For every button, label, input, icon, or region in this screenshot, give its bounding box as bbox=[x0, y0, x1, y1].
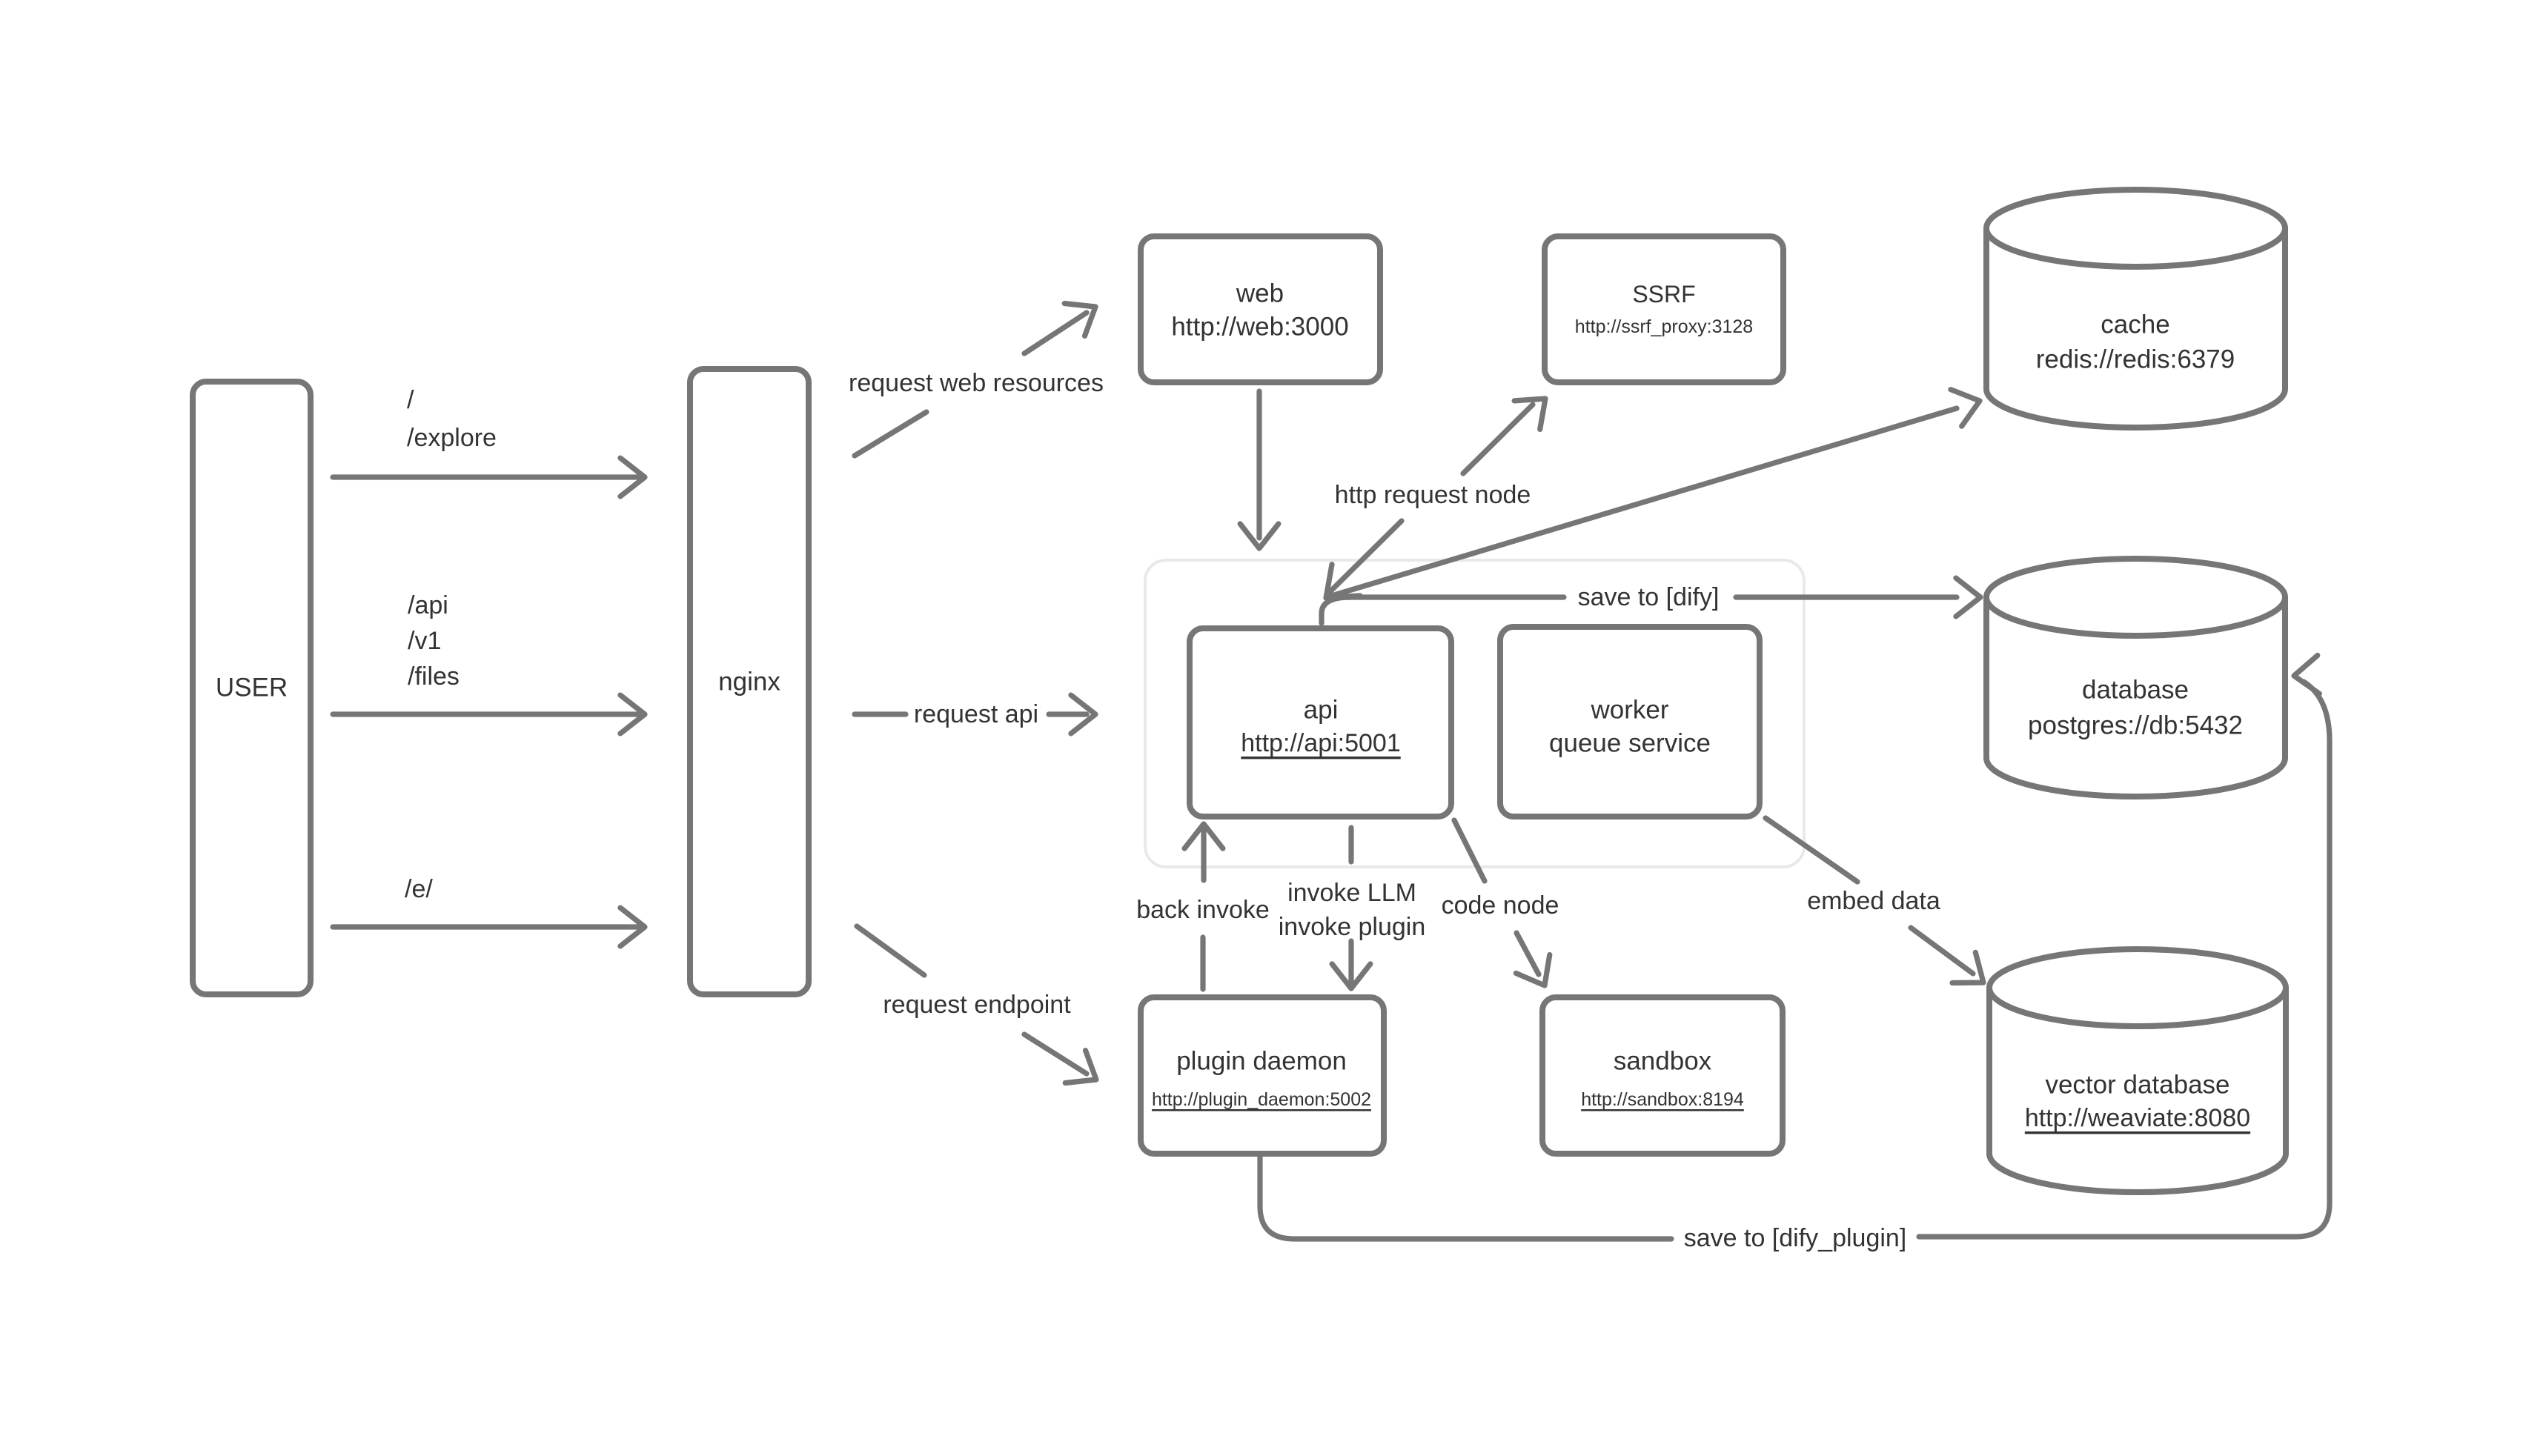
svg-text:api: api bbox=[1304, 696, 1339, 725]
svg-text:web: web bbox=[1236, 279, 1284, 308]
svg-text:vector database: vector database bbox=[2045, 1071, 2229, 1100]
svg-text:/api: /api bbox=[408, 591, 448, 619]
svg-text:http request node: http request node bbox=[1335, 481, 1531, 509]
svg-text:USER: USER bbox=[216, 674, 288, 702]
svg-text:request web resources: request web resources bbox=[849, 369, 1104, 397]
svg-text:postgres://db:5432: postgres://db:5432 bbox=[2028, 711, 2243, 740]
svg-text:/: / bbox=[407, 386, 414, 414]
svg-text:embed data: embed data bbox=[1807, 887, 1940, 915]
svg-text:invoke plugin: invoke plugin bbox=[1279, 913, 1425, 941]
svg-text:code node: code node bbox=[1442, 891, 1559, 920]
svg-text:back invoke: back invoke bbox=[1136, 896, 1270, 924]
svg-text:nginx: nginx bbox=[718, 668, 780, 697]
svg-text:/files: /files bbox=[408, 662, 460, 691]
svg-text:http://web:3000: http://web:3000 bbox=[1171, 313, 1348, 342]
svg-text:worker: worker bbox=[1590, 696, 1668, 725]
svg-text:save to [dify]: save to [dify] bbox=[1578, 583, 1720, 611]
svg-text:http://plugin_daemon:5002: http://plugin_daemon:5002 bbox=[1152, 1089, 1371, 1110]
svg-text:save to [dify_plugin]: save to [dify_plugin] bbox=[1684, 1224, 1907, 1252]
svg-text:/explore: /explore bbox=[407, 424, 497, 452]
svg-text:invoke LLM: invoke LLM bbox=[1287, 879, 1416, 907]
svg-text:redis://redis:6379: redis://redis:6379 bbox=[2036, 345, 2235, 374]
svg-text:sandbox: sandbox bbox=[1614, 1047, 1712, 1076]
svg-text:SSRF: SSRF bbox=[1632, 281, 1695, 308]
svg-text:http://api:5001: http://api:5001 bbox=[1241, 729, 1401, 757]
svg-text:plugin daemon: plugin daemon bbox=[1176, 1047, 1347, 1076]
svg-text:http://sandbox:8194: http://sandbox:8194 bbox=[1581, 1089, 1744, 1110]
svg-text:request api: request api bbox=[914, 700, 1038, 728]
svg-text:cache: cache bbox=[2101, 310, 2169, 339]
svg-text:http://weaviate:8080: http://weaviate:8080 bbox=[2025, 1104, 2250, 1132]
svg-text:queue service: queue service bbox=[1549, 729, 1711, 758]
svg-text:http://ssrf_proxy:3128: http://ssrf_proxy:3128 bbox=[1575, 316, 1753, 337]
svg-text:request endpoint: request endpoint bbox=[883, 991, 1071, 1019]
svg-text:database: database bbox=[2082, 676, 2189, 705]
svg-text:/v1: /v1 bbox=[408, 627, 441, 655]
svg-text:/e/: /e/ bbox=[405, 875, 433, 903]
